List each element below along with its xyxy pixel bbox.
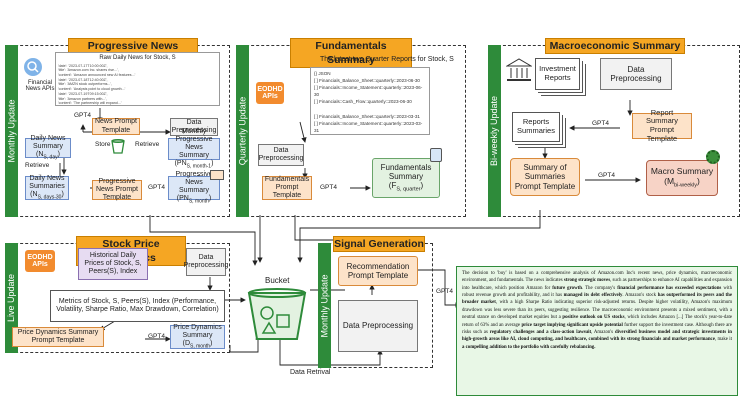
json-line: [ ] Financials::Cash_Flow::quarterly::20… [314,99,412,105]
progressive-news-summary: Progressive News Summary(PNS, month) [168,171,220,204]
highlight-phrase: future growth [552,285,582,291]
report-summary-prompt: Report Summary Prompt Template [632,108,692,142]
progressive-news-prompt: Progressive News Prompt Template [92,178,142,201]
price-side-label: Live Update [5,243,18,353]
raw-news-line: 'date': '2023-07-18T12:40:00Z', [58,77,108,82]
json-line: {} JSON [314,71,331,76]
macro-data-preprocessing: Data Preprocessing [600,58,672,90]
investment-reports: Investment Reports [535,58,580,90]
macro-gpt4-label-b: GPT4 [598,172,615,179]
quarter-reports-json: {} JSON[ ] Financials_Balance_Sheet::qua… [310,67,430,135]
daily-news-summary: Daily News Summary(NS, day) [25,135,71,160]
text-segment: , with a high Sharpe Ratio indicating su… [462,300,732,321]
json-line: [ ] Financials_Balance_Sheet::quarterly:… [314,78,420,84]
calculator-icon [430,148,442,162]
macro-panel-title: Macroeconomic Summary [545,38,685,54]
monthly-progressive-summary: Monthly Progressive News Summary(PNS, mo… [168,128,220,169]
raw-news-line: 'content': 'Amazon announced new AI feat… [58,73,136,78]
raw-news-document: Raw Daily News for Stock, S 'date': '202… [55,52,220,106]
signal-side-label: Monthly Update [318,243,331,368]
json-line: [ ] Financials::Income_Statement::quarte… [314,120,423,133]
fundamentals-panel-title: Fundamentals Summary [290,38,412,68]
summary-of-summaries-prompt: Summary of Summaries Prompt Template [510,158,580,196]
fundamentals-header: The latest two Quarter Reports for Stock… [320,56,454,63]
data-retrieval-label: Data Retrival [290,369,331,376]
raw-news-line: 'title': 'Amazon partners with...', [58,96,108,101]
retrieve-label-b: Retrieve [25,162,50,169]
store-label: Store [95,141,111,148]
price-dynamics-prompt: Price Dynamics Summary Prompt Template [12,327,104,347]
fundamentals-prompt-template: Fundamentals Prompt Template [262,176,312,200]
highlight-phrase: strong strategic moves [563,278,611,284]
retrieve-label-a: Retrieve [135,141,160,148]
bucket-label: Bucket [265,276,290,285]
text-segment: , such as partnerships to enhance AI cap… [462,278,733,291]
highlight-phrase: diversified business model and strategic… [462,329,732,343]
highlight-phrase: managed its debt effectively [563,293,623,299]
text-segment: The decision to 'buy' is based on a comp… [462,271,732,284]
price-api-badge: EODHD APIs [25,250,55,272]
recommendation-prompt: Recommendation Prompt Template [338,256,418,286]
investment-decision-text: The decision to 'buy' is based on a comp… [456,266,738,396]
highlight-phrase: has outperformed its peers and the broad… [462,293,732,306]
text-segment: , which includes Amazon [...] The stock'… [462,315,732,328]
macro-side-label: Bi-weekly Update [488,45,501,217]
highlight-phrase: financial performance has exceeded expec… [617,285,722,291]
json-line: [ ] Financials_Balance_Sheet::quarterly:… [314,113,420,119]
text-segment: , make it [714,337,732,343]
text-segment: , Amazon's [591,329,615,335]
text-segment: . The company's [581,285,618,291]
news-gpt4-label-a: GPT4 [74,112,91,119]
bucket-icon [245,285,309,341]
macro-summary: Macro Summary(Mbi-weekly) [646,160,718,196]
raw-news-line: 'content': 'The partnership will expand.… [58,101,122,106]
raw-news-line: 'title': 'AMZN stock outperforms...', [58,82,113,87]
highlight-phrase: regulatory challenges and a class-action… [489,329,592,335]
daily-news-summaries: Daily News Summaries(NS, days-30) [25,175,69,200]
news-prompt-template: News Prompt Template [92,118,140,135]
json-line: [ ] Financials::Income_Statement::quarte… [314,85,423,98]
raw-news-line: 'content': 'Analysts point to cloud grow… [58,87,126,92]
fundamentals-data-preprocessing: Data Preprocessing [258,144,304,166]
text-segment: . Amazon's stock [622,293,658,299]
news-api-icon [24,58,42,76]
highlight-phrase: price target implying significant upside… [521,322,623,328]
signal-panel-title: Signal Generation [333,236,425,252]
news-data-preprocessing: Data Preprocessing [170,118,218,136]
price-metrics: Metrics of Stock, S, Peers(S), Index (Pe… [50,290,225,322]
fundamentals-summary: Fundamentals Summary(FS, quarter) [372,158,440,198]
signal-gpt4-label: GPT4 [436,288,453,295]
price-data-preprocessing: Data Preprocessing [184,248,228,276]
macro-gpt4-label-a: GPT4 [592,120,609,127]
highlight-phrase: a compelling addition to the portfolio w… [462,344,596,350]
news-gpt4-label-b: GPT4 [148,184,165,191]
gear-icon [706,150,720,164]
raw-news-line: 'title': 'Amazon.com Inc. shares rise...… [58,68,119,73]
historical-prices: Historical Daily Prices of Stock, S, Pee… [78,248,148,280]
text-segment: with robust revenue growth and profitabi… [462,285,732,299]
highlight-phrase: positive outlook on US stocks [562,315,625,321]
news-api-label: Financial News APIs [25,80,55,92]
bank-icon [505,58,533,82]
raw-news-line: 'date': '2023-07-17T10:00:00Z', [58,63,108,68]
text-segment: further support the investment case. Alt… [462,322,732,335]
json-line: [ ] Financials::Cash_Flow::quarterly::20… [314,134,426,135]
summary-card-icon [210,170,224,180]
storage-bucket-icon [110,138,126,154]
fundamentals-api-badge: EODHD APIs [256,82,284,104]
fundamentals-side-label: Quarterly Update [236,45,249,217]
json-line [314,106,426,113]
news-side-label: Monthly Update [5,45,18,217]
price-dynamics-summary: Price Dynamics Summary(DS, month) [170,324,225,349]
price-gpt4-label: GPT4 [148,333,165,340]
reports-summaries: Reports Summaries [512,112,560,142]
raw-news-line: 'date': '2023-07-19T09:15:00Z', [58,91,108,96]
signal-data-preprocessing: Data Preprocessing [338,300,418,352]
fundamentals-gpt4-label: GPT4 [320,184,337,191]
raw-news-title: Raw Daily News for Stock, S [99,55,176,61]
